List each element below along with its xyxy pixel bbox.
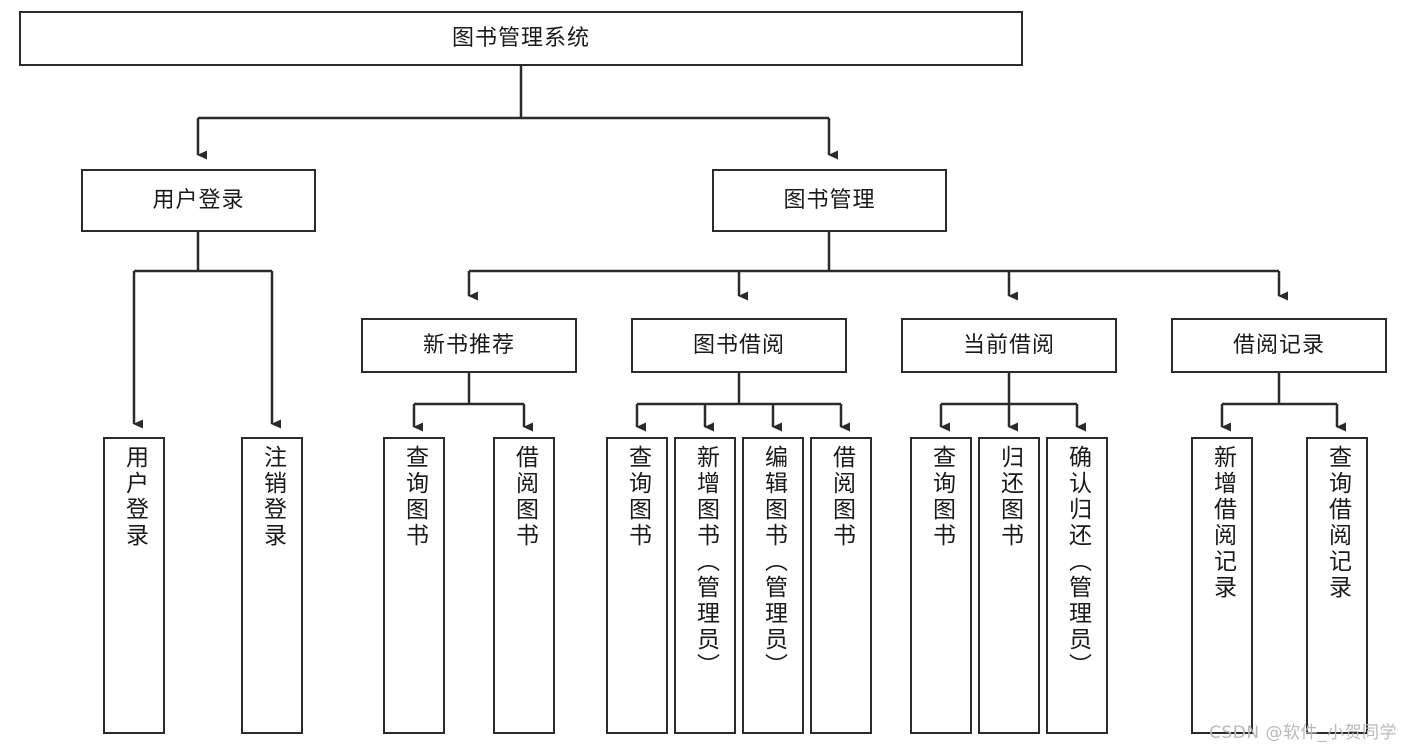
node-label: 用户登录 (152, 187, 245, 213)
node-label: 图书管理 (783, 187, 876, 213)
node-label: 查询借阅记录 (1324, 445, 1351, 601)
node-borrowing-records[interactable]: 借阅记录 (1171, 318, 1387, 373)
node-label: 借阅图书 (828, 445, 855, 549)
leaf-new-book-query-books[interactable]: 查询图书 (383, 437, 445, 734)
leaf-user-login-logout[interactable]: 注销登录 (241, 437, 303, 734)
leaf-user-login-login[interactable]: 用户登录 (103, 437, 165, 734)
leaf-record-add-borrow-record[interactable]: 新增借阅记录 (1191, 437, 1253, 734)
leaf-current-query-books[interactable]: 查询图书 (910, 437, 972, 734)
leaf-current-return-books[interactable]: 归还图书 (978, 437, 1040, 734)
leaf-borrow-query-books[interactable]: 查询图书 (606, 437, 668, 734)
csdn-watermark: CSDN @软件_小贺同学 (1209, 723, 1397, 743)
node-label: 新增借阅记录 (1209, 445, 1236, 601)
node-label: 确认归还（管理员） (1064, 445, 1091, 679)
node-label: 归还图书 (996, 445, 1023, 549)
leaf-borrow-edit-book-admin[interactable]: 编辑图书（管理员） (742, 437, 804, 734)
node-root-book-management-system[interactable]: 图书管理系统 (19, 11, 1023, 66)
leaf-current-confirm-return-admin[interactable]: 确认归还（管理员） (1046, 437, 1108, 734)
node-label: 新增图书（管理员） (692, 445, 719, 679)
node-label: 图书管理系统 (451, 25, 590, 51)
node-new-book-recommendation[interactable]: 新书推荐 (361, 318, 577, 373)
node-current-borrowing[interactable]: 当前借阅 (901, 318, 1117, 373)
node-label: 查询图书 (624, 445, 651, 549)
node-label: 图书借阅 (692, 332, 785, 358)
leaf-borrow-borrow-books[interactable]: 借阅图书 (810, 437, 872, 734)
node-label: 用户登录 (121, 445, 148, 549)
node-label: 借阅记录 (1232, 332, 1325, 358)
node-label: 注销登录 (259, 445, 286, 549)
node-label: 查询图书 (401, 445, 428, 549)
leaf-borrow-add-book-admin[interactable]: 新增图书（管理员） (674, 437, 736, 734)
node-book-borrowing[interactable]: 图书借阅 (631, 318, 847, 373)
leaf-new-book-borrow-books[interactable]: 借阅图书 (493, 437, 555, 734)
node-label: 编辑图书（管理员） (760, 445, 787, 679)
node-user-login[interactable]: 用户登录 (81, 169, 316, 232)
leaf-record-query-borrow-record[interactable]: 查询借阅记录 (1306, 437, 1368, 734)
node-label: 新书推荐 (422, 332, 515, 358)
node-label: 查询图书 (928, 445, 955, 549)
node-label: 当前借阅 (962, 332, 1055, 358)
node-label: 借阅图书 (511, 445, 538, 549)
node-book-management[interactable]: 图书管理 (712, 169, 947, 232)
